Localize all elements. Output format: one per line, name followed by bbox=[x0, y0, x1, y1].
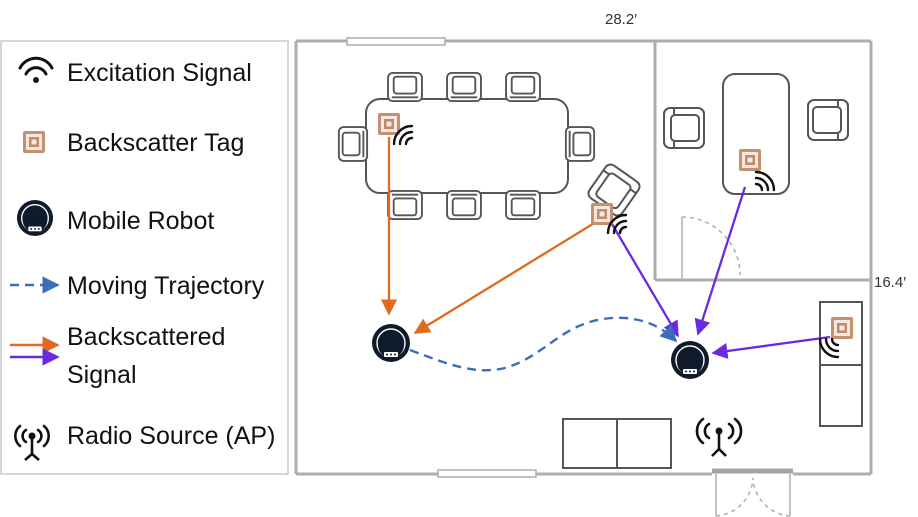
legend-label-backscattered-1: Backscattered bbox=[67, 323, 225, 351]
armchair bbox=[663, 107, 705, 149]
backscattered-signal-purple bbox=[711, 335, 831, 360]
chair bbox=[505, 71, 541, 103]
radio-source-icon bbox=[14, 424, 50, 461]
entrance-door bbox=[712, 468, 793, 517]
legend-label-trajectory: Moving Trajectory bbox=[67, 272, 265, 300]
window-top bbox=[346, 37, 446, 46]
excitation-signal-icon bbox=[18, 56, 54, 83]
chair bbox=[387, 71, 423, 103]
backscattered-signal-orange bbox=[413, 221, 597, 334]
mobile-robot bbox=[670, 340, 710, 380]
inner-door bbox=[681, 216, 741, 280]
backscattered-signal-icon bbox=[10, 336, 60, 366]
moving-trajectory bbox=[409, 316, 678, 372]
mobile-robot-icon bbox=[16, 199, 54, 237]
backscatter-tag bbox=[378, 113, 400, 135]
backscattered-signal-purple bbox=[694, 186, 747, 336]
chair bbox=[446, 71, 482, 103]
chair bbox=[387, 189, 423, 221]
legend-box bbox=[0, 40, 289, 475]
chair bbox=[564, 126, 596, 162]
chair bbox=[337, 126, 369, 162]
chair bbox=[446, 189, 482, 221]
legend: Excitation Signal Backscatter Tag Mobile… bbox=[0, 40, 289, 475]
backscatter-tag bbox=[591, 203, 613, 225]
legend-label-tag: Backscatter Tag bbox=[67, 129, 244, 157]
legend-label-robot: Mobile Robot bbox=[67, 207, 214, 235]
width-dimension-label: 28.2′ bbox=[605, 11, 637, 28]
mobile-robot bbox=[371, 323, 411, 363]
armchair bbox=[807, 99, 849, 141]
backscatter-tag bbox=[739, 149, 761, 171]
legend-label-excitation: Excitation Signal bbox=[67, 59, 252, 87]
chair bbox=[505, 189, 541, 221]
backscattered-signal-purple bbox=[611, 223, 679, 338]
backscatter-tag-icon bbox=[23, 131, 45, 153]
radio-source bbox=[695, 417, 743, 457]
legend-label-radio: Radio Source (AP) bbox=[67, 422, 275, 450]
height-dimension-label: 16.4′ bbox=[874, 274, 906, 291]
coffee-table bbox=[722, 73, 790, 195]
legend-label-backscattered-2: Signal bbox=[67, 361, 137, 389]
backscatter-tag bbox=[831, 317, 853, 339]
window-bottom bbox=[437, 469, 537, 478]
